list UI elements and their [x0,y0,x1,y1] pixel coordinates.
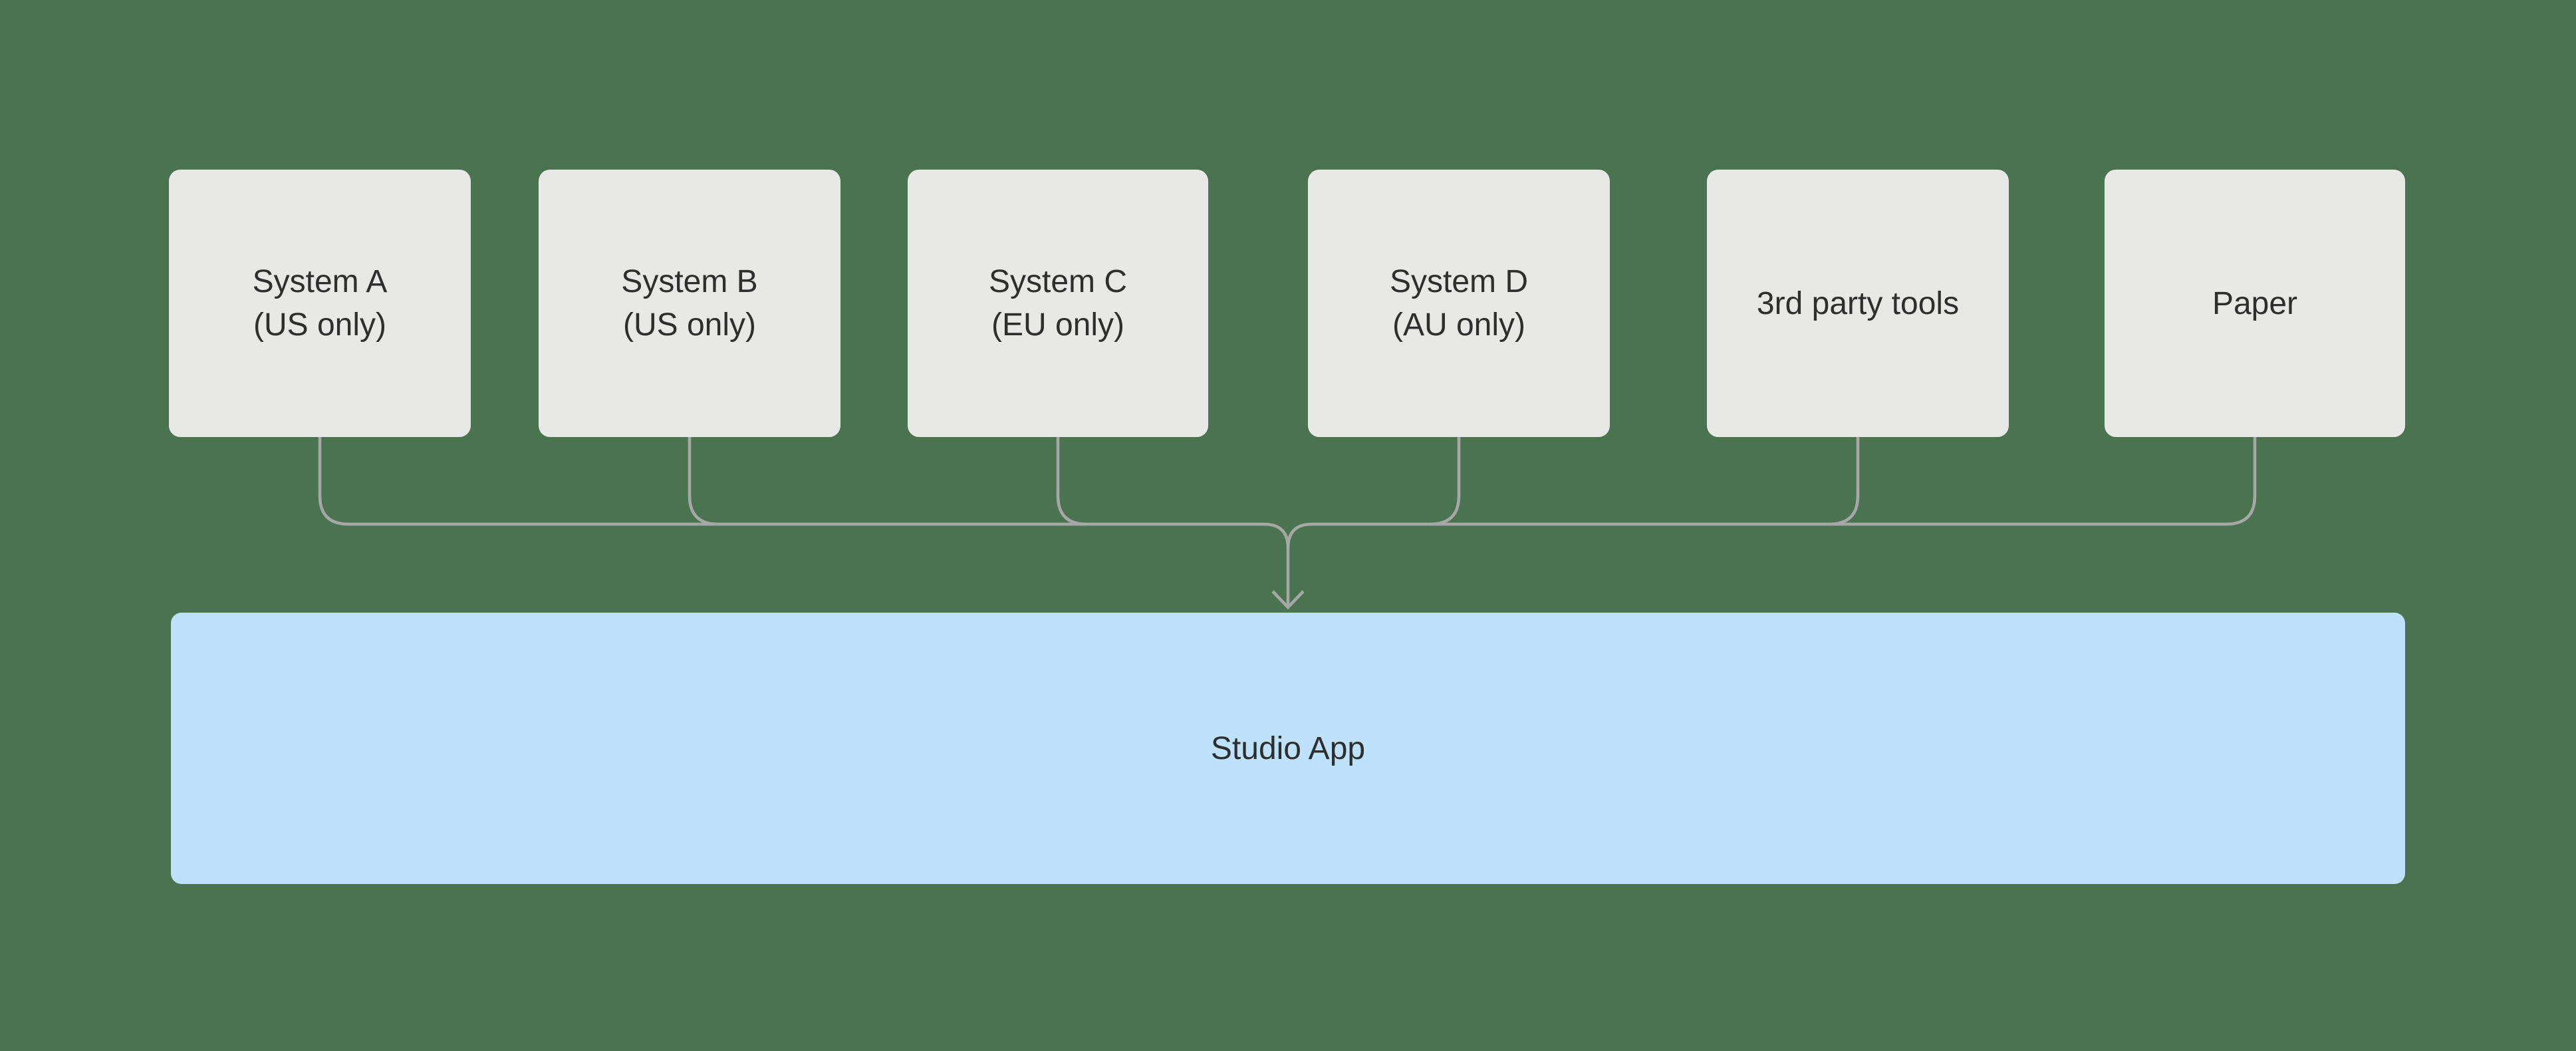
source-box-label: System C (EU only) [989,260,1127,347]
source-box-label: Paper [2212,282,2297,325]
source-box-paper: Paper [2105,170,2405,437]
source-box-label-line: System A [252,264,388,299]
connector-system-b [688,437,719,526]
source-box-system-d: System D (AU only) [1308,170,1610,437]
source-box-label: System A (US only) [253,260,388,347]
source-box-label-line: System D [1389,264,1529,299]
connector-system-d [1430,437,1461,526]
connector-system-c [1056,437,1087,526]
source-box-label-line: (AU only) [1392,307,1526,343]
source-box-label-line: System B [621,264,758,299]
source-box-label: System B (US only) [621,260,757,347]
target-box-label-line: Studio App [1210,730,1366,766]
merge-arrowhead [1271,590,1305,610]
target-box-studio-app: Studio App [171,613,2405,884]
source-box-label-line: System C [988,264,1128,299]
source-box-third-party-tools: 3rd party tools [1707,170,2009,437]
source-box-system-c: System C (EU only) [908,170,1208,437]
source-box-system-a: System A (US only) [169,170,471,437]
source-box-label-line: 3rd party tools [1756,285,1960,321]
source-box-label: 3rd party tools [1757,282,1959,325]
source-box-label-line: (EU only) [991,307,1125,343]
source-box-system-b: System B (US only) [539,170,840,437]
source-box-label: System D (AU only) [1390,260,1528,347]
source-box-label-line: (US only) [253,307,387,343]
connector-system-a [318,437,1290,606]
source-box-label-line: Paper [2212,285,2298,321]
target-box-label: Studio App [1211,727,1365,770]
source-box-label-line: (US only) [622,307,757,343]
connector-paper [1286,437,2257,549]
connector-third-party-tools [1829,437,1860,526]
